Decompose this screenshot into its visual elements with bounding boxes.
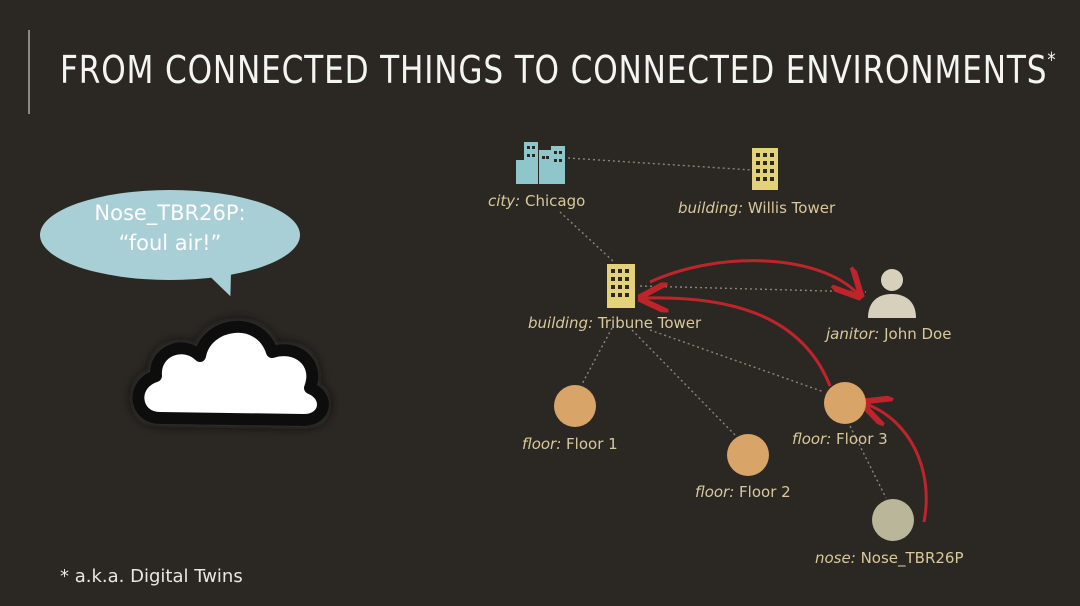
edge-floor3-nose [849, 425, 887, 499]
slide-title: FROM CONNECTED THINGS TO CONNECTED ENVIR… [60, 48, 1057, 92]
node-floor2-circle [727, 434, 769, 476]
title-footnote-marker: * [1047, 48, 1057, 72]
node-nose-circle [872, 499, 914, 541]
footnote: * a.k.a. Digital Twins [60, 566, 243, 587]
node-floor1-circle [554, 385, 596, 427]
node-tribune-label: building: Tribune Tower [528, 314, 702, 332]
edge-city-tribune [559, 211, 615, 263]
node-floor3-label: floor: Floor 3 [792, 430, 888, 448]
node-floor1-label: floor: Floor 1 [522, 435, 618, 453]
edge-tribune-janitor [639, 285, 867, 293]
city-icon [516, 142, 565, 184]
node-willis-label: building: Willis Tower [678, 199, 836, 217]
arrow-nose-to-floor3 [866, 404, 928, 523]
speech-bubble-text: Nose_TBR26P: “foul air!” [40, 198, 300, 258]
node-floor3-circle [824, 382, 866, 424]
person-icon [868, 269, 916, 318]
cloud-icon [120, 300, 340, 440]
title-accent-bar [28, 30, 30, 114]
node-nose-label: nose: Nose_TBR26P [815, 549, 964, 567]
node-floor2-label: floor: Floor 2 [695, 483, 791, 501]
speech-bubble [40, 190, 300, 280]
building-icon [752, 148, 778, 190]
edge-tribune-floor3 [649, 329, 825, 393]
arrow-tribune-to-janitor [649, 259, 858, 294]
node-janitor-label: janitor: John Doe [826, 325, 952, 343]
edge-tribune-floor1 [581, 327, 613, 385]
node-city-label: city: Chicago [488, 192, 586, 210]
edge-city-willis [567, 157, 753, 171]
floor-nodes [554, 382, 914, 541]
edge-tribune-floor2 [631, 329, 737, 437]
speech-bubble-sender: Nose_TBR26P: [94, 201, 246, 225]
speech-bubble-message: “foul air!” [118, 231, 222, 255]
arrow-floor3-to-tribune [644, 298, 832, 387]
building-icon [607, 264, 635, 308]
